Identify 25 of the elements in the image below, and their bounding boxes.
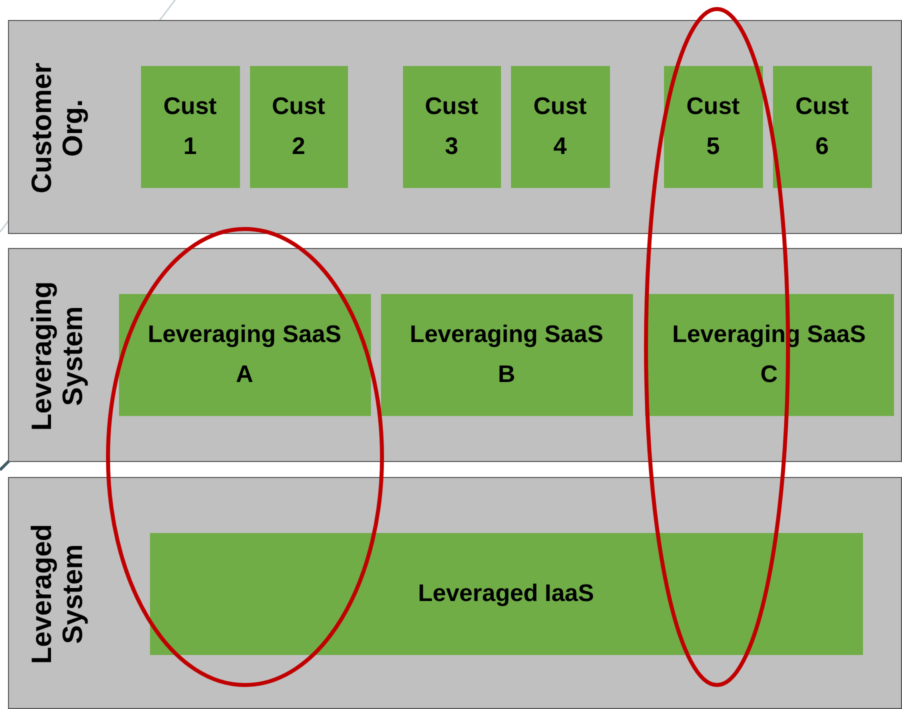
component-box (664, 66, 762, 188)
component-label: Cust 3 (424, 92, 480, 162)
component-label: Cust 4 (532, 92, 588, 162)
layer-band (8, 477, 902, 709)
component-label: Cust 5 (685, 92, 741, 162)
component-box (402, 66, 500, 188)
component-box (510, 66, 610, 188)
layer-label: Customer Org. (26, 62, 88, 196)
component-box (772, 66, 872, 188)
component-box (250, 66, 348, 188)
component-box (644, 294, 894, 416)
component-box (118, 294, 370, 416)
component-box (140, 66, 240, 188)
component-box (150, 532, 862, 654)
layer-label: Leveraging System (26, 281, 88, 431)
component-label: Cust 1 (162, 92, 218, 162)
layer-band (8, 20, 902, 234)
layer-label: Leveraged System (26, 522, 88, 666)
component-box (380, 294, 632, 416)
component-label: Leveraging SaaS B (408, 320, 604, 390)
component-label: Leveraging SaaS A (146, 320, 342, 390)
layer-band (8, 248, 902, 462)
component-label: Cust 6 (794, 92, 850, 162)
component-label: Leveraged IaaS (416, 578, 596, 608)
component-label: Cust 2 (270, 92, 326, 162)
